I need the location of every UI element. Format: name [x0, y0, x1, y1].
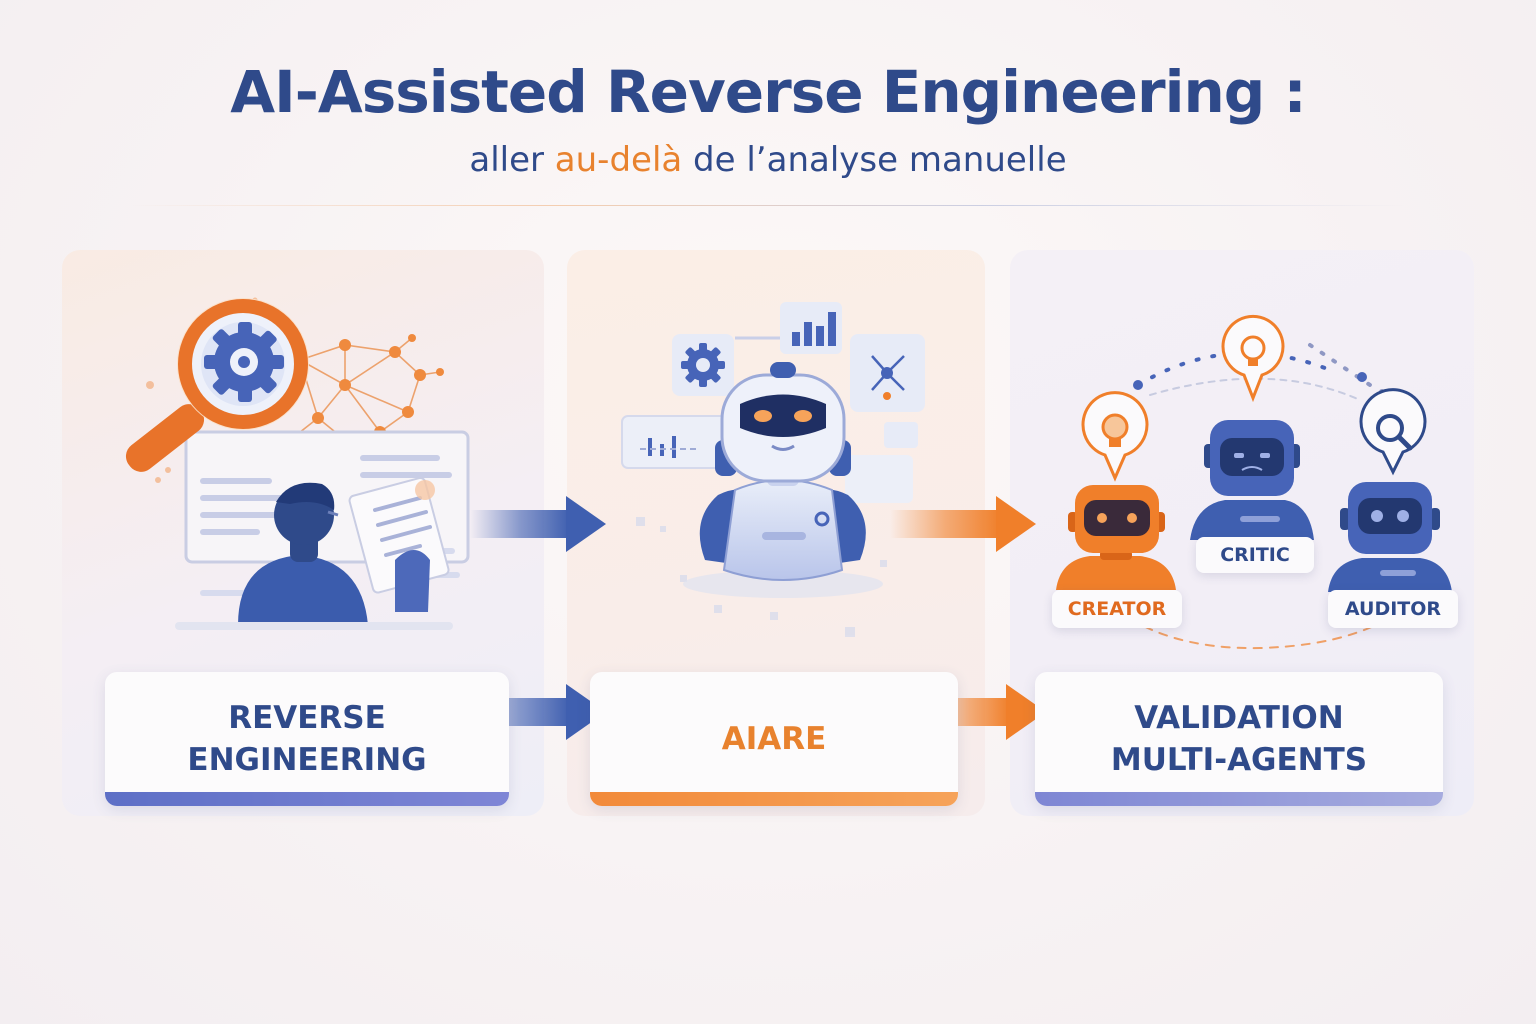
subtitle-end: de l’analyse manuelle	[682, 140, 1067, 180]
arrow-stage-2-to-3-upper	[890, 496, 1036, 552]
signal-widget-icon	[621, 415, 727, 469]
stage-card-aiare: AIARE	[590, 672, 958, 806]
engineer-icon	[238, 482, 368, 625]
chart-widget-icon	[780, 302, 842, 354]
stage-card-reverse-engineering: REVERSE ENGINEERING	[105, 672, 509, 806]
creator-robot-icon	[1056, 485, 1176, 590]
subtitle-start: aller	[469, 140, 555, 180]
aiare-robot-illustration	[621, 302, 925, 637]
subtitle-accent: au-delà	[554, 140, 683, 180]
lightbulb-bubble-icon	[1221, 314, 1285, 403]
stage-label-line: MULTI-AGENTS	[1110, 742, 1368, 778]
multi-agent-illustration	[1056, 314, 1452, 650]
stage-label-line: VALIDATION	[1134, 700, 1344, 736]
stage-card-validation: VALIDATION MULTI-AGENTS	[1035, 672, 1443, 806]
stage-label-line: REVERSE	[228, 700, 386, 736]
arrow-stage-1-to-2-upper	[470, 496, 606, 552]
agent-label-critic: CRITIC	[1196, 537, 1314, 573]
network-widget-icon	[850, 334, 925, 412]
document-icon	[348, 476, 450, 612]
critic-robot-icon	[1190, 420, 1314, 540]
stage-label-line: ENGINEERING	[187, 742, 427, 778]
page-subtitle: aller au-delà de l’analyse manuelle	[0, 140, 1536, 180]
title-divider	[130, 205, 1406, 206]
ai-robot-icon	[683, 362, 883, 598]
desk-line	[175, 622, 453, 630]
agent-label-auditor: AUDITOR	[1328, 590, 1458, 628]
panel-widget	[845, 455, 913, 503]
settings-widget-icon	[672, 334, 734, 396]
auditor-robot-icon	[1328, 482, 1452, 592]
stage-label-line: AIARE	[721, 721, 827, 757]
reverse-engineering-illustration	[125, 297, 470, 630]
gear-icon	[204, 322, 284, 402]
magnifier-bubble-icon	[1359, 388, 1427, 476]
lightbulb-bubble-icon-creator	[1081, 391, 1149, 482]
page-title: AI-Assisted Reverse Engineering :	[230, 58, 1306, 126]
agent-label-creator: CREATOR	[1052, 590, 1182, 628]
small-widget	[884, 422, 918, 448]
